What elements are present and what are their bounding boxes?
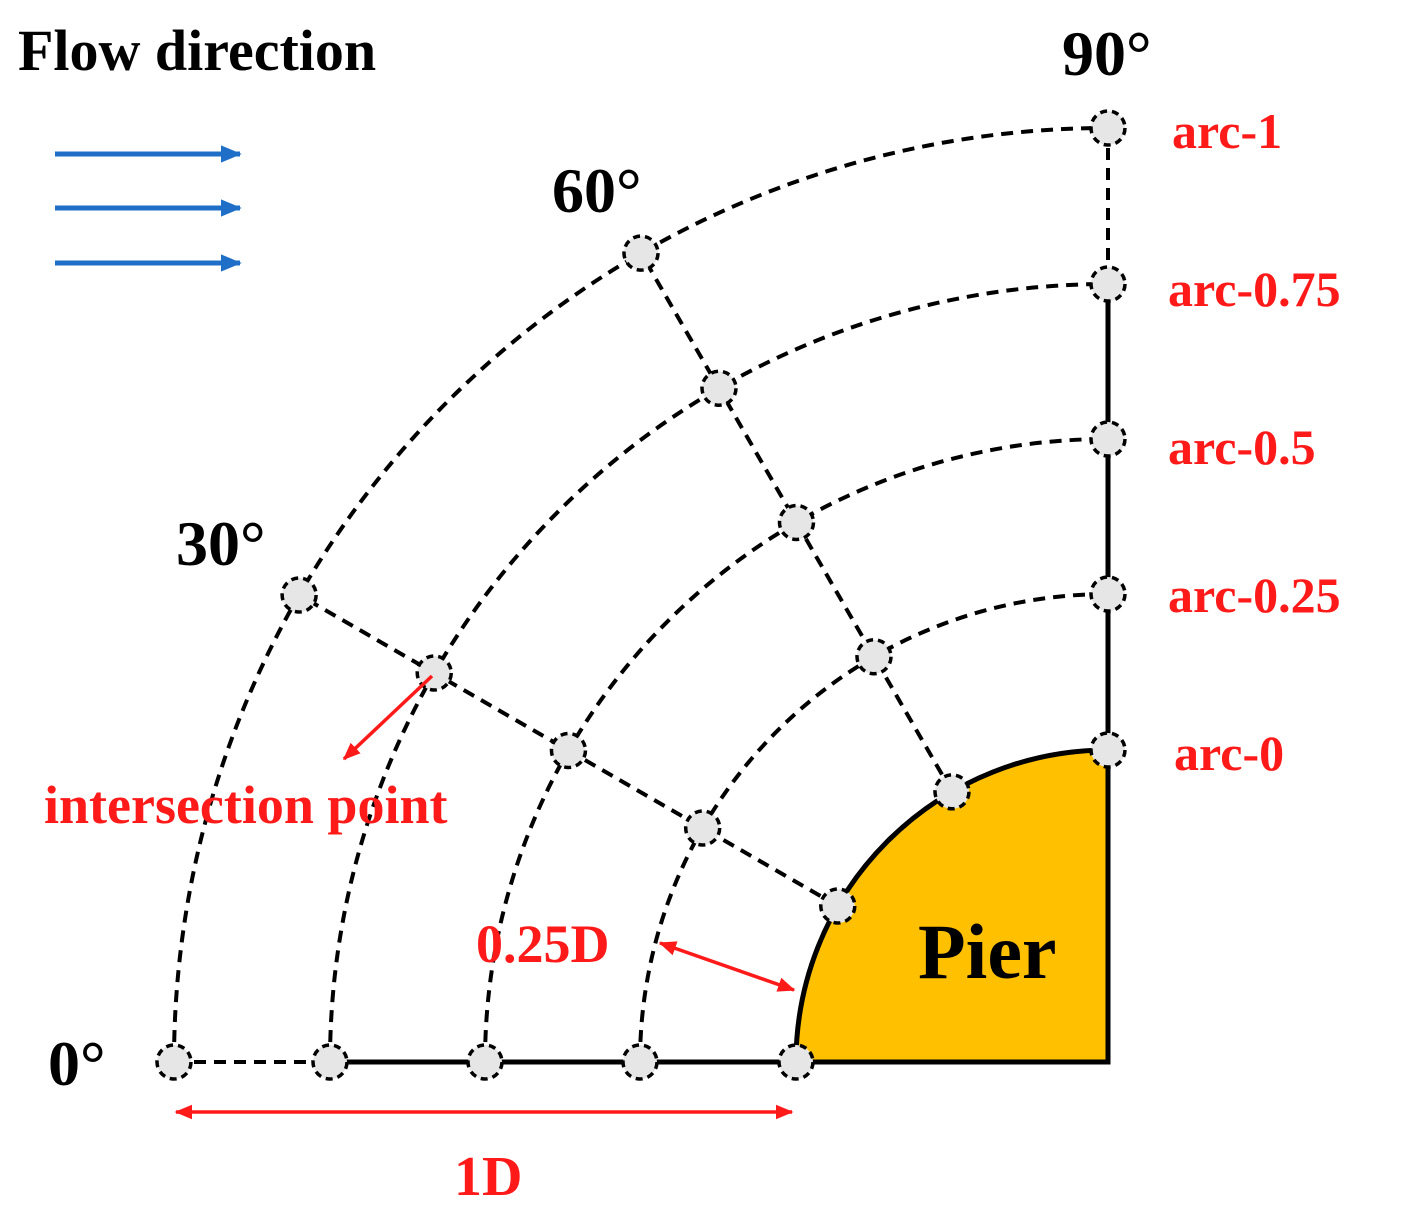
angle-label-60: 60° [552,155,642,226]
angle-label-90: 90° [1062,18,1152,89]
pier-shape [793,747,1111,1065]
intersection-point-label: intersection point [44,775,447,835]
grid-node [1089,420,1127,458]
grid-node [777,1043,815,1081]
grid-node [700,369,738,407]
grid-node [622,234,660,272]
grid-arc-4 [172,126,1109,1063]
grid-node [1089,109,1127,147]
arc-label-0.5: arc-0.5 [1168,419,1316,475]
grid-node [621,1043,659,1081]
intersection-nodes [155,109,1127,1081]
grid-node [311,1043,349,1081]
flow-direction-label: Flow direction [18,18,376,83]
grid-node [855,637,893,676]
angle-label-30: 30° [176,508,266,579]
arc-label-0: arc-0 [1174,725,1284,781]
span-dimension-label: 1D [454,1146,522,1208]
grid-arc-1 [638,592,1109,1063]
arc-label-0.75: arc-0.75 [1168,261,1341,317]
grid-node [819,887,857,925]
grid-node [683,809,722,847]
gap-dimension-arrow [658,941,796,992]
gap-dimension-label: 0.25D [476,914,610,974]
grid-node [466,1043,504,1081]
grid-node [155,1043,193,1081]
grid-node [1089,575,1127,613]
grid-node [280,576,318,614]
arc-label-1: arc-1 [1172,103,1282,159]
grid-arc-2 [483,437,1109,1063]
grid-node [933,773,971,811]
grid-node [549,731,588,770]
grid-node [777,503,816,542]
grid-node [1089,731,1127,769]
angle-label-0: 0° [48,1028,106,1099]
flow-arrows [55,145,242,272]
intersection-pointer-arrow [342,674,434,761]
arc-label-0.25: arc-0.25 [1168,567,1341,623]
grid-arc-3 [328,282,1109,1063]
pier-label: Pier [918,908,1057,995]
grid-node [1089,265,1127,303]
